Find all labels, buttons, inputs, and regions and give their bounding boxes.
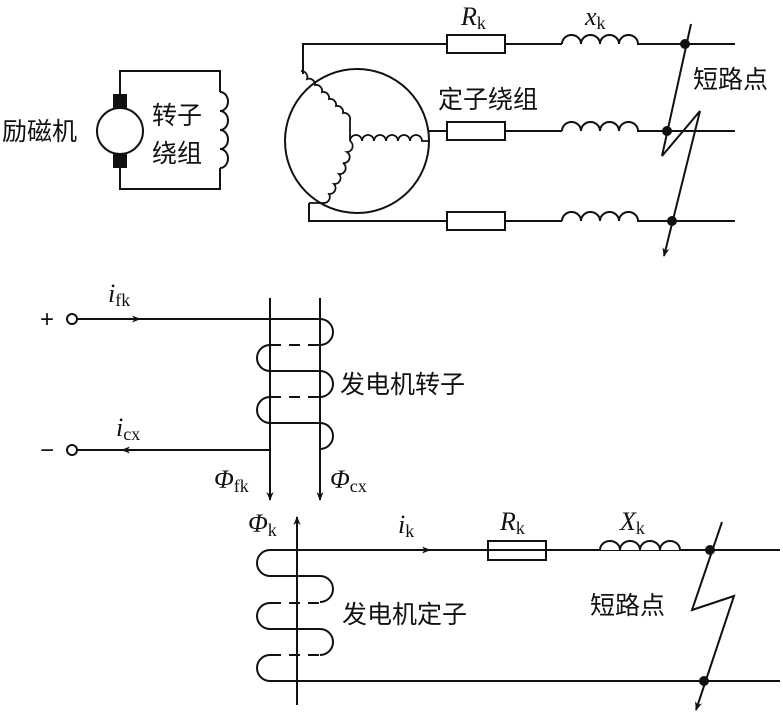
stator-inductor bbox=[599, 540, 681, 551]
exciter-circuit: 励磁机 转子 绕组 bbox=[2, 70, 229, 190]
inductor-phase-b bbox=[561, 121, 735, 132]
phase-c-lead bbox=[308, 203, 447, 222]
stator-label: 发电机定子 bbox=[342, 600, 467, 629]
plus-terminal-node bbox=[66, 313, 78, 325]
stator-circle bbox=[284, 68, 430, 214]
minus-terminal: − bbox=[40, 437, 54, 464]
stator-resistor bbox=[487, 540, 547, 561]
short-circuit-bolt bbox=[661, 23, 701, 257]
inductor-phase-a bbox=[561, 34, 735, 45]
stator-reactance-label: Xk bbox=[619, 507, 645, 538]
phase-a-lead bbox=[302, 43, 447, 74]
short-circuit-bolt-bottom bbox=[690, 521, 736, 711]
resistor-phase-c bbox=[446, 211, 506, 231]
stator-resistor-label: Rk bbox=[499, 507, 525, 538]
stator-winding-phase-b bbox=[349, 134, 429, 142]
plus-terminal: + bbox=[40, 306, 54, 333]
stator-coil bbox=[256, 549, 780, 682]
phi-fk-label: Φfk bbox=[214, 465, 249, 496]
stator-winding-phase-a bbox=[300, 70, 351, 141]
reactance-label: xk bbox=[584, 2, 606, 33]
resistor-phase-a bbox=[446, 34, 506, 54]
phi-k-label: Φk bbox=[248, 509, 277, 540]
inductor-phase-c bbox=[561, 211, 735, 222]
stator-model: Φk ik Rk Xk 发电机定子 短路点 bbox=[248, 507, 780, 711]
i-k-label: ik bbox=[398, 510, 414, 541]
rotor-winding-label-1: 转子 bbox=[152, 101, 202, 130]
short-point-label-bottom: 短路点 bbox=[590, 591, 665, 620]
rotor-label: 发电机转子 bbox=[340, 370, 465, 399]
short-point-label-top: 短路点 bbox=[693, 65, 768, 94]
resistor-label: Rk bbox=[460, 2, 486, 33]
rotor-winding-label-2: 绕组 bbox=[152, 139, 202, 168]
rotor-winding-coil bbox=[219, 91, 229, 169]
exciter-label: 励磁机 bbox=[2, 117, 77, 146]
stator-winding-label: 定子绕组 bbox=[438, 85, 538, 114]
resistor-phase-b bbox=[446, 121, 506, 141]
exciter-brush-top bbox=[113, 94, 127, 109]
rotor-coil bbox=[256, 318, 334, 450]
exciter-machine bbox=[96, 107, 144, 155]
rotor-model: + − ifk icx Φfk Φcx 发电机转子 bbox=[40, 279, 465, 501]
exciter-brush-bottom bbox=[113, 153, 127, 168]
i-cx-label: icx bbox=[116, 413, 140, 444]
stator-winding-phase-c bbox=[309, 140, 354, 204]
phi-cx-label: Φcx bbox=[330, 465, 367, 496]
minus-terminal-node bbox=[66, 444, 78, 456]
stator-three-phase: Rk xk 定子绕组 短路点 bbox=[284, 2, 768, 257]
exciter-wire bbox=[119, 70, 221, 190]
i-fk-label: ifk bbox=[108, 279, 130, 310]
